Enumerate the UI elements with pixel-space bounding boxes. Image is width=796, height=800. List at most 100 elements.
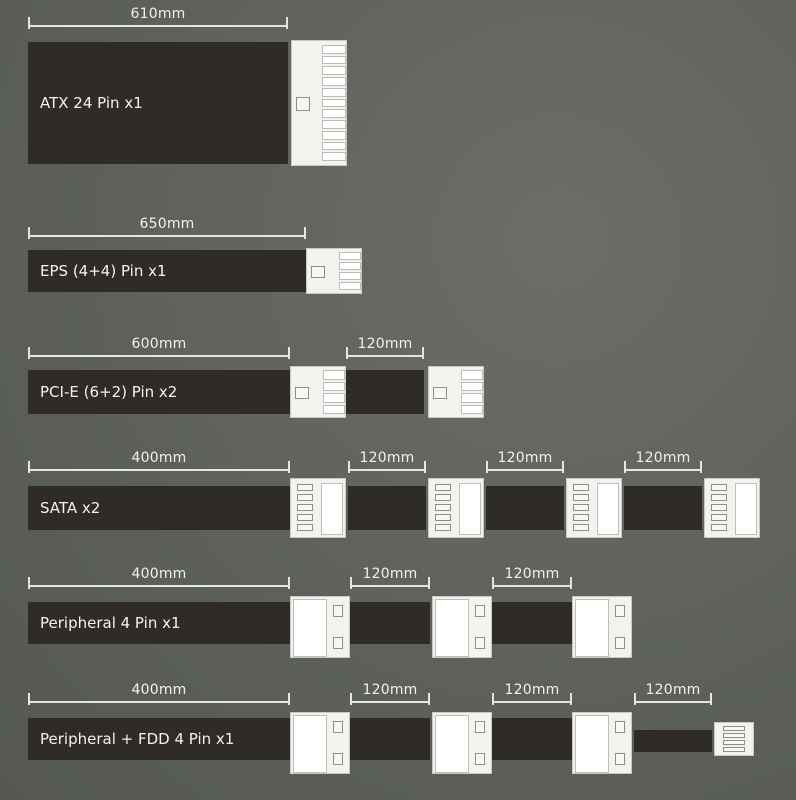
cable-link <box>624 486 702 530</box>
connector-molex <box>290 712 350 774</box>
cable-main: PCI-E (6+2) Pin x2 <box>28 370 290 414</box>
dimension-tick-right <box>710 693 712 705</box>
dimension-tick-right <box>304 227 306 239</box>
length-label: 400mm <box>131 682 187 698</box>
connector-pin <box>723 733 745 738</box>
dimension-tick-left <box>28 227 30 239</box>
dimension-tick-right <box>286 17 288 29</box>
connector-pin <box>711 494 727 501</box>
dimension-line <box>350 585 430 587</box>
connector-pin <box>322 152 346 161</box>
connector-sata <box>290 478 346 538</box>
dimension-tick-left <box>486 461 488 473</box>
cable-link <box>634 730 712 752</box>
dimension-line <box>486 469 564 471</box>
length-dimension: 120mm <box>634 682 712 706</box>
connector-body <box>293 599 327 657</box>
length-label: 400mm <box>131 566 187 582</box>
dimension-tick-right <box>700 461 702 473</box>
connector-pin <box>615 637 625 649</box>
connector-pin <box>573 514 589 521</box>
connector-body <box>575 599 609 657</box>
dimension-line <box>492 701 572 703</box>
connector-pin <box>297 494 313 501</box>
connector-molex <box>572 712 632 774</box>
connector-body <box>293 715 327 773</box>
cable-main: ATX 24 Pin x1 <box>28 42 288 164</box>
cable-link <box>492 602 572 644</box>
dimension-tick-left <box>28 17 30 29</box>
connector-pin <box>339 262 361 270</box>
dimension-line <box>28 235 306 237</box>
dimension-tick-left <box>348 461 350 473</box>
cable-label: PCI-E (6+2) Pin x2 <box>40 383 178 401</box>
connector-pin <box>461 381 483 391</box>
length-dimension: 610mm <box>28 6 288 30</box>
connector-latch <box>311 266 325 278</box>
dimension-tick-right <box>570 693 572 705</box>
length-dimension: 650mm <box>28 216 306 240</box>
dimension-tick-right <box>288 693 290 705</box>
dimension-line <box>634 701 712 703</box>
connector-atx24 <box>291 40 347 166</box>
connector-pin <box>461 370 483 380</box>
dimension-tick-left <box>28 693 30 705</box>
connector-pin <box>435 524 451 531</box>
cable-segment: 120mm <box>486 450 564 530</box>
connector-body <box>735 483 757 535</box>
length-dimension: 600mm <box>28 336 290 360</box>
connector-pin <box>573 494 589 501</box>
dimension-tick-left <box>634 693 636 705</box>
connector-pin <box>723 747 745 752</box>
connector-latch <box>295 387 309 399</box>
length-label: 400mm <box>131 450 187 466</box>
dimension-line <box>28 469 290 471</box>
connector-pin <box>475 753 485 765</box>
length-dimension: 120mm <box>624 450 702 474</box>
connector-pin <box>573 484 589 491</box>
cable-label: ATX 24 Pin x1 <box>40 94 143 112</box>
connector-body <box>597 483 619 535</box>
length-label: 610mm <box>130 6 186 22</box>
connector-pin <box>723 726 745 731</box>
length-dimension: 120mm <box>350 682 430 706</box>
connector-pin <box>323 404 345 414</box>
length-dimension: 120mm <box>348 450 426 474</box>
connector-molex <box>432 712 492 774</box>
connector-pin <box>711 514 727 521</box>
length-dimension: 400mm <box>28 450 290 474</box>
dimension-tick-right <box>288 347 290 359</box>
cable-segment: 120mm <box>350 566 430 644</box>
cable-label: Peripheral 4 Pin x1 <box>40 614 181 632</box>
cable-main: SATA x2 <box>28 486 290 530</box>
dimension-line <box>28 25 288 27</box>
connector-pin <box>322 55 346 65</box>
dimension-tick-left <box>28 347 30 359</box>
dimension-tick-left <box>346 347 348 359</box>
dimension-tick-right <box>424 461 426 473</box>
length-dimension: 120mm <box>346 336 424 360</box>
connector-pin <box>615 753 625 765</box>
connector-pin <box>475 721 485 733</box>
cable-link <box>350 602 430 644</box>
dimension-tick-right <box>562 461 564 473</box>
connector-pin <box>711 484 727 491</box>
cable-link <box>348 486 426 530</box>
connector-pin <box>322 87 346 97</box>
dimension-tick-right <box>428 693 430 705</box>
connector-pin <box>615 605 625 617</box>
connector-pin <box>333 753 343 765</box>
connector-sata <box>704 478 760 538</box>
connector-body <box>575 715 609 773</box>
connector-molex <box>432 596 492 658</box>
connector-pcie <box>290 366 346 418</box>
connector-pin <box>333 605 343 617</box>
connector-pin <box>322 66 346 76</box>
